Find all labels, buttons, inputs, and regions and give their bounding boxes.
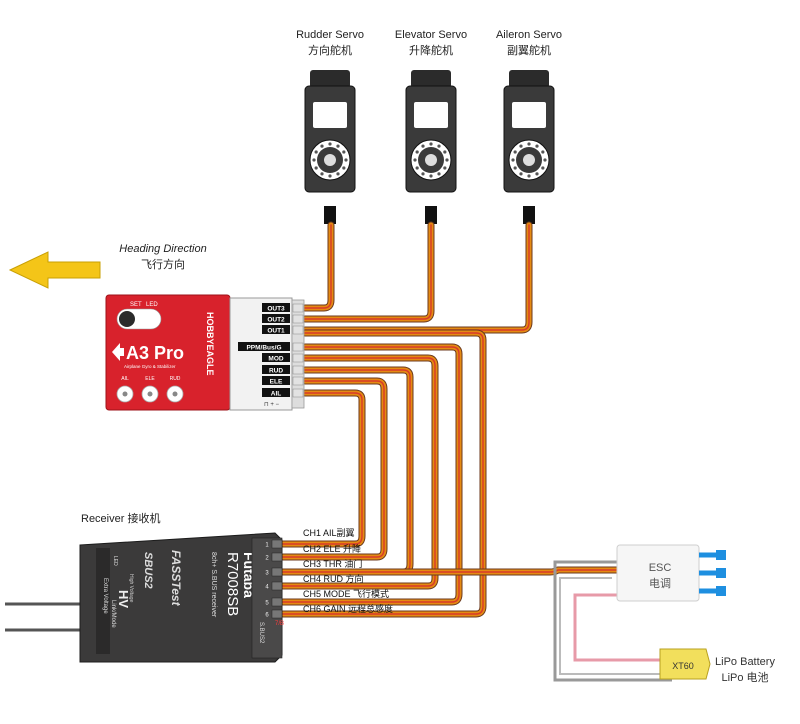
wire-sbus bbox=[279, 329, 487, 618]
wire-ch1-ail bbox=[279, 389, 366, 548]
motor-lead bbox=[716, 586, 726, 596]
servo-label-cn: 升降舵机 bbox=[409, 43, 453, 57]
port-label: OUT3 bbox=[267, 306, 285, 313]
wire-aileron bbox=[301, 221, 533, 334]
esc-label-en: ESC bbox=[649, 562, 672, 574]
servo-label-en: Aileron Servo bbox=[496, 29, 562, 41]
rx-pin bbox=[271, 581, 283, 591]
rx-pin bbox=[271, 567, 283, 577]
port-ppmbusg bbox=[238, 342, 290, 351]
receiver-model: R7008SB bbox=[224, 552, 241, 616]
servo-aileron: Aileron Servo 副翼舵机 bbox=[496, 29, 562, 57]
fasst-logo: FASSTest bbox=[169, 550, 183, 607]
servo-body-icon bbox=[405, 70, 457, 224]
port-out3 bbox=[262, 303, 290, 312]
rx-pin-label: 1 bbox=[265, 543, 269, 549]
a3pro-controller: SET LED A3 Pro Airplane Gyro & Stabilize… bbox=[105, 294, 305, 411]
sbus-logo: SBUS2 bbox=[142, 552, 154, 589]
receiver: Receiver 接收机 Futaba R7008SB 8ch+ S.BUS r… bbox=[5, 511, 284, 663]
port-ele bbox=[262, 376, 290, 385]
channel-label: CH4 RUD 方向 bbox=[303, 573, 364, 584]
controller-subtitle: Airplane Gyro & Stabilizer bbox=[124, 364, 176, 369]
servo-body-icon bbox=[503, 70, 555, 224]
servo-body-icon bbox=[304, 70, 356, 224]
port-out1 bbox=[262, 325, 290, 334]
esc: ESC 电调 bbox=[553, 544, 726, 682]
battery-label-en: LiPo Battery bbox=[715, 656, 775, 668]
receiver-title: Receiver 接收机 bbox=[81, 511, 160, 525]
heading-label-en: Heading Direction bbox=[119, 243, 206, 255]
servo-label-en: Elevator Servo bbox=[395, 29, 467, 41]
sbus2-port-label: S.BUS2 bbox=[258, 622, 264, 644]
port-label: MOD bbox=[268, 356, 283, 363]
hv-desc: High Voltage bbox=[128, 574, 134, 603]
port-out2 bbox=[262, 314, 290, 323]
servo-label-en: Rudder Servo bbox=[296, 29, 364, 41]
hv-logo: HV bbox=[116, 590, 131, 608]
motor-lead bbox=[716, 550, 726, 560]
extra-voltage-label: Extra Voltage bbox=[102, 578, 108, 614]
port-label: AIL bbox=[271, 391, 282, 398]
servo-label-cn: 副翼舵机 bbox=[507, 43, 551, 57]
knob-label-ail: AIL bbox=[121, 376, 129, 382]
ch78-label: 7/B bbox=[275, 621, 284, 627]
heading-arrow-icon bbox=[8, 251, 101, 289]
motor-lead bbox=[716, 568, 726, 578]
led-label: LED bbox=[146, 302, 158, 308]
servo-label-cn: 方向舵机 bbox=[308, 43, 352, 57]
wire-ch2-ele bbox=[279, 377, 388, 561]
rx-pin-label: 5 bbox=[265, 601, 269, 607]
channel-label: CH1 AIL副翼 bbox=[303, 528, 355, 538]
heading-direction: Heading Direction 飞行方向 bbox=[8, 243, 207, 289]
rx-pin bbox=[271, 597, 283, 607]
port-label: OUT1 bbox=[267, 328, 285, 335]
link-mode-label: Link/Mode bbox=[110, 600, 116, 628]
wire-ch3-thr bbox=[279, 566, 621, 576]
channel-label: CH6 GAIN 远程总感度 bbox=[303, 603, 393, 614]
lipo-battery: XT60 LiPo Battery LiPo 电池 bbox=[659, 648, 775, 684]
heading-label-cn: 飞行方向 bbox=[141, 257, 185, 271]
xt60-label: XT60 bbox=[672, 661, 694, 671]
rx-pin-label: 6 bbox=[265, 613, 269, 619]
rx-pin-label: 2 bbox=[265, 556, 269, 562]
channel-label: CH2 ELE 升降 bbox=[303, 543, 361, 554]
logo-arrow-icon bbox=[112, 343, 124, 361]
knob-label-rud: RUD bbox=[170, 376, 181, 382]
wire-rudder bbox=[301, 221, 335, 312]
led-label: LED bbox=[112, 556, 118, 566]
port-label: RUD bbox=[269, 368, 283, 375]
channel-label: CH3 THR 油门 bbox=[303, 558, 362, 569]
controller-brand: HOBBYEAGLE bbox=[205, 312, 215, 376]
servo-rudder: Rudder Servo 方向舵机 bbox=[296, 29, 364, 57]
wire-ch6-gain bbox=[279, 343, 463, 606]
port-label: ELE bbox=[270, 379, 283, 386]
port-label: OUT2 bbox=[267, 317, 285, 324]
port-label: PPM/Bus/G bbox=[246, 345, 281, 352]
polarity-label: ⊓ + − bbox=[264, 402, 280, 408]
knob-label-ele: ELE bbox=[145, 376, 155, 382]
port-ail bbox=[262, 388, 290, 397]
battery-label-cn: LiPo 电池 bbox=[721, 671, 768, 684]
wire-elevator bbox=[301, 221, 435, 323]
wire-ch5-mode bbox=[279, 354, 439, 590]
controller-model: A3 Pro bbox=[126, 343, 184, 363]
rx-pin bbox=[271, 552, 283, 562]
receiver-desc: 8ch+ S.BUS receiver bbox=[210, 552, 217, 618]
port-mod bbox=[262, 353, 290, 362]
xt60-connector bbox=[659, 648, 711, 680]
esc-label-cn: 电调 bbox=[649, 577, 671, 590]
rx-pin bbox=[271, 609, 283, 619]
port-rud bbox=[262, 365, 290, 374]
rx-pin-label: 4 bbox=[265, 585, 269, 591]
servo-elevator: Elevator Servo 升降舵机 bbox=[395, 29, 467, 57]
channel-label: CH5 MODE 飞行模式 bbox=[303, 588, 389, 599]
set-button bbox=[119, 311, 135, 327]
rx-pin-label: 3 bbox=[265, 571, 269, 577]
set-label: SET bbox=[130, 302, 142, 308]
rx-pin bbox=[271, 539, 283, 549]
